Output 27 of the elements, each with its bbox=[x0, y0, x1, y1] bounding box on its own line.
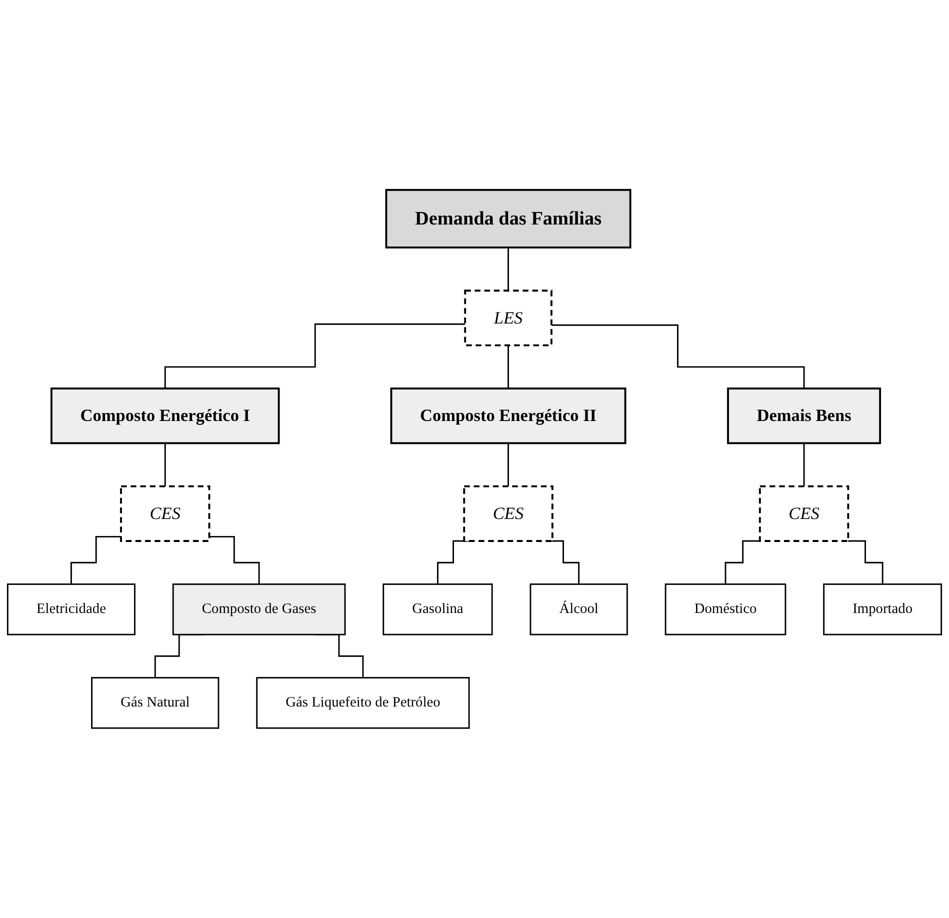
connector bbox=[508, 442, 509, 488]
node-box: Composto de Gases bbox=[172, 583, 346, 636]
connector bbox=[164, 323, 466, 390]
node-box: Doméstico bbox=[664, 583, 786, 636]
node-box: Gás Natural bbox=[91, 677, 220, 729]
connector bbox=[70, 536, 121, 585]
node-box: CES bbox=[463, 485, 554, 542]
connector bbox=[508, 246, 509, 292]
node-box: Gás Liquefeito de Petróleo bbox=[256, 677, 470, 729]
node-box: Eletricidade bbox=[6, 583, 136, 636]
connector bbox=[848, 540, 884, 585]
node-box: CES bbox=[758, 485, 850, 542]
node-box: Composto Energético II bbox=[390, 388, 626, 444]
node-box: CES bbox=[120, 485, 210, 542]
node-box: Demanda das Famílias bbox=[385, 188, 632, 248]
connector bbox=[209, 536, 260, 585]
connector bbox=[508, 344, 509, 390]
connector bbox=[724, 540, 760, 585]
connector bbox=[803, 442, 805, 488]
node-box: LES bbox=[464, 290, 552, 346]
node-box: Demais Bens bbox=[727, 388, 882, 444]
connector bbox=[551, 324, 805, 390]
node-box: Importado bbox=[823, 583, 942, 636]
node-box: Composto Energético I bbox=[50, 388, 280, 444]
node-box: Álcool bbox=[530, 583, 628, 636]
node-box: Gasolina bbox=[382, 583, 493, 636]
connector bbox=[164, 442, 166, 488]
